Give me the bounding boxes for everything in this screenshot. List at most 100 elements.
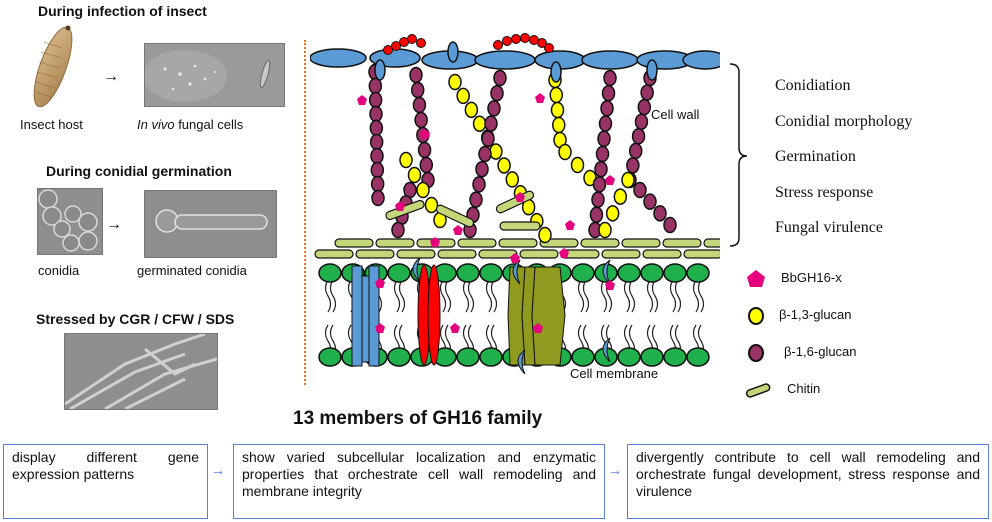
lipid-tail [692,279,705,313]
chitin-rod [314,249,354,259]
bbgh16-enzyme [515,192,525,202]
in-vivo-italic: In vivo [137,117,175,132]
chitin-rod [519,249,559,259]
beta-1-6-glucan-unit [414,111,428,129]
beta-1-6-glucan-unit [603,69,617,87]
bbgh16-enzyme [375,278,385,288]
stress-heading: Stressed by CGR / CFW / SDS [36,311,235,327]
chitin-rod [375,238,415,248]
germinated-conidia-label: germinated conidia [137,263,247,278]
mannoprotein-link [447,41,459,63]
beta-1-6-glucan-unit [591,191,605,208]
mannoprotein [474,50,536,70]
lipid-tail [462,279,475,313]
chitin-rod [601,249,641,259]
mannoprotein-link [646,59,658,81]
beta-1-6-glucan-unit [592,176,607,193]
cell-wall-diagram [310,33,720,375]
lipid-head [318,263,342,283]
lipid-head [479,263,503,283]
bbgh16-enzyme [559,248,569,258]
beta-1-6-glucan-unit [628,142,643,160]
lipid-head [686,263,710,283]
beta-1-6-glucan-unit [475,160,489,178]
lipid-tail [439,279,452,313]
beta-1-3-glucan-unit [538,226,552,244]
beta-1-6-glucan-unit [391,221,405,239]
oligosaccharide-unit [537,38,547,48]
beta-1-6-glucan-unit [597,130,611,148]
mannoprotein [310,48,367,68]
cell-membrane-label: Cell membrane [570,366,659,381]
membrane-protein-blue [361,275,370,363]
flow-arrow-icon: → [211,462,225,478]
lipid-head [686,347,710,367]
bbgh16-enzyme [420,129,430,139]
peripheral-protein [517,349,526,375]
beta-1-6-glucan-unit [640,84,654,101]
membrane-protein-olive [531,266,566,366]
flow-box-expression: display different gene expression patter… [3,444,208,519]
bbgh16-enzyme [357,95,367,105]
beta-1-3-glucan-unit [505,171,520,188]
beta-1-6-glucan-unit [637,98,652,116]
beta-1-6-glucan-unit [368,91,383,109]
beta-1-3-glucan-unit [550,101,565,119]
insect-host-label: Insect host [20,117,83,132]
chitin-rod [662,238,702,248]
in-vivo-fungal-cells-image [144,43,285,107]
infection-heading: During infection of insect [38,3,207,19]
beta-1-6-glucan-unit [469,191,483,208]
oligosaccharide-unit [520,33,530,43]
beta-1-6-glucan-unit [653,205,667,222]
chitin-rod [396,249,436,259]
beta-1-6-glucan-unit [412,96,427,114]
in-vivo-cells-label: In vivo fungal cells [137,117,243,132]
beta-1-3-glucan-unit [605,205,620,222]
beta-1-6-glucan-unit [370,147,384,165]
beta-1-3-glucan-unit [407,166,422,184]
flow-arrow-icon: → [608,462,622,478]
mannoprotein-link [550,61,562,83]
beta-1-6-glucan-unit [472,176,486,193]
conidia-label: conidia [38,263,80,278]
beta-1-6-glucan-unit [601,84,616,102]
beta-1-6-glucan-unit [484,115,498,132]
beta-1-3-glucan-unit [552,116,566,134]
beta-1-6-glucan-unit [481,130,495,148]
germination-heading: During conidial germination [46,163,232,179]
beta-1-3-glucan-unit [399,151,413,169]
bbgh16-enzyme [375,323,385,333]
legend-label: BbGH16-x [781,270,842,285]
legend-label: β-1,3-glucan [779,307,852,322]
lipid-head [663,347,687,367]
lipid-tail [485,279,498,313]
bbgh16-enzyme [605,175,615,185]
bbgh16-enzyme [605,280,615,290]
bbgh16-enzyme [395,201,405,211]
membrane-protein-red [427,264,441,366]
beta-1-6-glucan-unit [600,100,614,117]
peripheral-protein [512,259,521,285]
section-divider [304,40,306,385]
chitin-rod [478,249,518,259]
lipid-head [663,263,687,283]
function-item: Conidial morphology [775,112,913,130]
bbgh16-enzyme [535,93,545,103]
lipid-head [640,347,664,367]
function-item: Germination [775,148,856,165]
beta-1-6-glucan-unit [595,145,610,163]
beta-1-3-glucan-unit [448,73,462,91]
family-title: 13 members of GH16 family [293,408,543,429]
beta-1-6-glucan-unit [626,157,640,174]
beta-1-3-glucan-unit [621,171,635,189]
bbgh16-enzyme [430,237,440,247]
chitin-rod [435,204,475,228]
lipid-tail [577,279,590,313]
beta-1-3-glucan-unit [549,86,563,104]
chitin-rod [334,238,374,248]
oligosaccharide-unit [493,40,503,50]
function-item: Stress response [775,183,874,201]
beta-1-6-glucan-unit [369,119,384,137]
pentagon-icon [747,270,765,287]
